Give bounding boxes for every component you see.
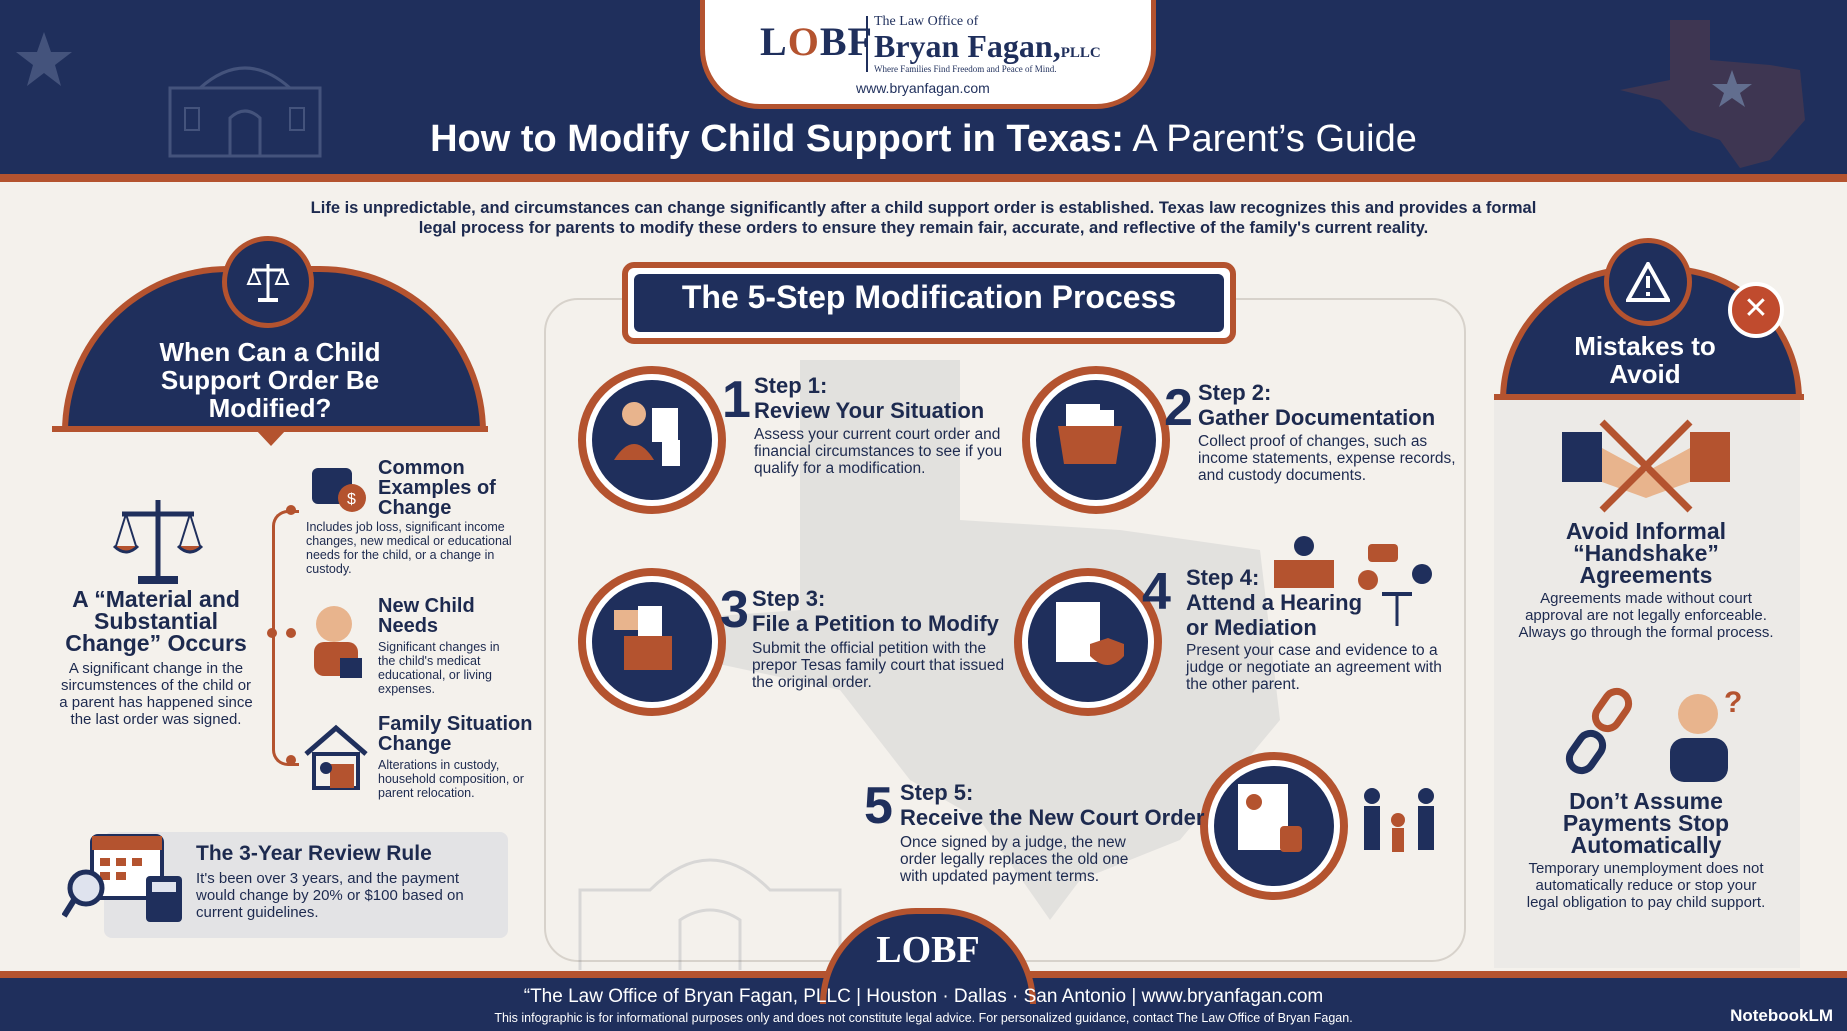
scales-large-icon (112, 500, 204, 584)
right-dome-base (1494, 394, 1804, 400)
footer-disclaimer: This infographic is for informational pu… (494, 1011, 1353, 1025)
step-number: 3 (720, 581, 749, 639)
left-dome-base (52, 426, 488, 432)
close-icon: ✕ (1728, 282, 1784, 338)
review-rule-title: The 3-Year Review Rule (196, 842, 432, 865)
step-number: 5 (864, 777, 893, 835)
bracket-dot (286, 628, 296, 638)
step-number: 1 (722, 371, 751, 429)
brand-tagline: Where Families Find Freedom and Peace of… (874, 64, 1057, 74)
warning-icon (1626, 262, 1670, 302)
notebooklm-watermark: NotebookLM (1730, 1006, 1833, 1025)
money-person-icon: $ (312, 468, 366, 512)
step-label: Step 1: (754, 373, 828, 398)
svg-text:$: $ (347, 491, 356, 508)
step-number: 2 (1164, 379, 1193, 437)
brand-logo: LOBF (760, 19, 873, 64)
bracket-dot (286, 755, 296, 765)
calendar-icon (62, 834, 182, 922)
star-icon (16, 32, 72, 86)
footer-logo: LOBF (876, 929, 980, 971)
example-title: Common Examples of Change (378, 457, 496, 519)
texas-map-background (660, 360, 1280, 920)
material-change-title: A “Material and Substantial Change” Occu… (65, 586, 247, 656)
judge-mediation-icon (1274, 536, 1432, 626)
document-shield-icon (1056, 602, 1124, 665)
scales-badge (222, 236, 314, 328)
step-body: Once signed by a judge, the new order le… (900, 834, 1129, 885)
process-title: The 5-Step Modification Process (634, 274, 1224, 332)
step-label: Step 2: (1198, 380, 1272, 405)
step-number: 4 (1142, 563, 1171, 621)
broken-chain-icon (1565, 687, 1633, 775)
brand-url[interactable]: www.bryanfagan.com (856, 80, 990, 96)
step-label: Step 4: (1186, 565, 1260, 590)
new-child-needs-title: New Child Needs (378, 595, 475, 637)
texas-map-icon (1620, 20, 1805, 168)
footer-contact: “The Law Office of Bryan Fagan, PLLC | H… (523, 986, 1324, 1007)
step-4-circle (1014, 568, 1162, 716)
confused-person-icon: ? (1670, 686, 1742, 782)
brand-name: Bryan Fagan,PLLC (874, 28, 1101, 64)
bracket-dot (286, 505, 296, 515)
person-document-icon (614, 402, 680, 466)
new-child-needs-body: Significant changes in the child's medic… (378, 640, 500, 696)
step-3-circle (578, 568, 726, 716)
step-title: File a Petition to Modify (752, 611, 999, 636)
review-rule-body: It's been over 3 years, and the payment … (196, 870, 464, 921)
step-title: Receive the New Court Order (900, 805, 1205, 830)
step-3-inner (592, 582, 712, 702)
svg-text:?: ? (1724, 686, 1742, 719)
family-icon (1364, 788, 1434, 852)
mistake-title: Avoid Informal “Handshake” Agreements (1565, 518, 1727, 588)
step-2-inner (1036, 380, 1156, 500)
step-title: Review Your Situation (754, 398, 985, 423)
intro-text: Life is unpredictable, and circumstances… (310, 199, 1537, 237)
step-body: Present your case and evidence to a judg… (1186, 642, 1442, 693)
step-body: Collect proof of changes, such as income… (1198, 433, 1456, 484)
logo-panel (700, 0, 1156, 109)
scales-icon (246, 264, 290, 302)
dome-arrow (256, 430, 286, 446)
step-label: Step 3: (752, 586, 826, 611)
brand-small: The Law Office of (874, 14, 979, 29)
step-body: Assess your current court order and fina… (754, 426, 1003, 477)
bracket-dot (267, 628, 277, 638)
step-1-circle (578, 366, 726, 514)
baby-icon (314, 606, 362, 678)
bracket (272, 510, 299, 766)
page-title: How to Modify Child Support in Texas: A … (430, 118, 1417, 160)
right-dome-title: Mistakes to Avoid (1574, 331, 1716, 389)
example-body: Includes job loss, significant income ch… (306, 520, 512, 576)
family-situation-title: Family Situation Change (378, 713, 533, 755)
process-title-box: The 5-Step Modification Process (622, 262, 1236, 344)
material-change-body: A significant change in the sircumstence… (59, 660, 253, 728)
alamo-outline-icon (578, 858, 842, 970)
step-label: Step 5: (900, 780, 974, 805)
header-stripe (0, 174, 1847, 182)
house-family-icon (304, 724, 368, 790)
mistake-body: Agreements made without court approval a… (1518, 590, 1774, 641)
folder-icon (1058, 404, 1122, 464)
step-title: Attend a Hearing or Mediation (1186, 590, 1363, 640)
step-5-circle (1200, 752, 1348, 900)
step-1-inner (592, 380, 712, 500)
handshake-icon (1562, 419, 1730, 513)
step-4-inner (1028, 582, 1148, 702)
step-2-circle (1022, 366, 1170, 514)
petition-filing-icon (614, 606, 672, 670)
step-5-inner (1214, 766, 1334, 886)
step-title: Gather Documentation (1198, 405, 1436, 430)
logo-divider (866, 16, 868, 72)
step-body: Submit the official petition with the pr… (752, 640, 1005, 691)
court-order-icon (1238, 784, 1302, 852)
left-dome-title: When Can a Child Support Order Be Modifi… (159, 337, 381, 423)
mistake-title: Don’t Assume Payments Stop Automatically (1562, 788, 1730, 858)
warning-badge (1604, 238, 1692, 326)
mistake-body: Temporary unemployment does not automati… (1526, 860, 1766, 911)
alamo-icon (168, 66, 322, 158)
family-situation-body: Alterations in custody, household compos… (378, 758, 524, 800)
